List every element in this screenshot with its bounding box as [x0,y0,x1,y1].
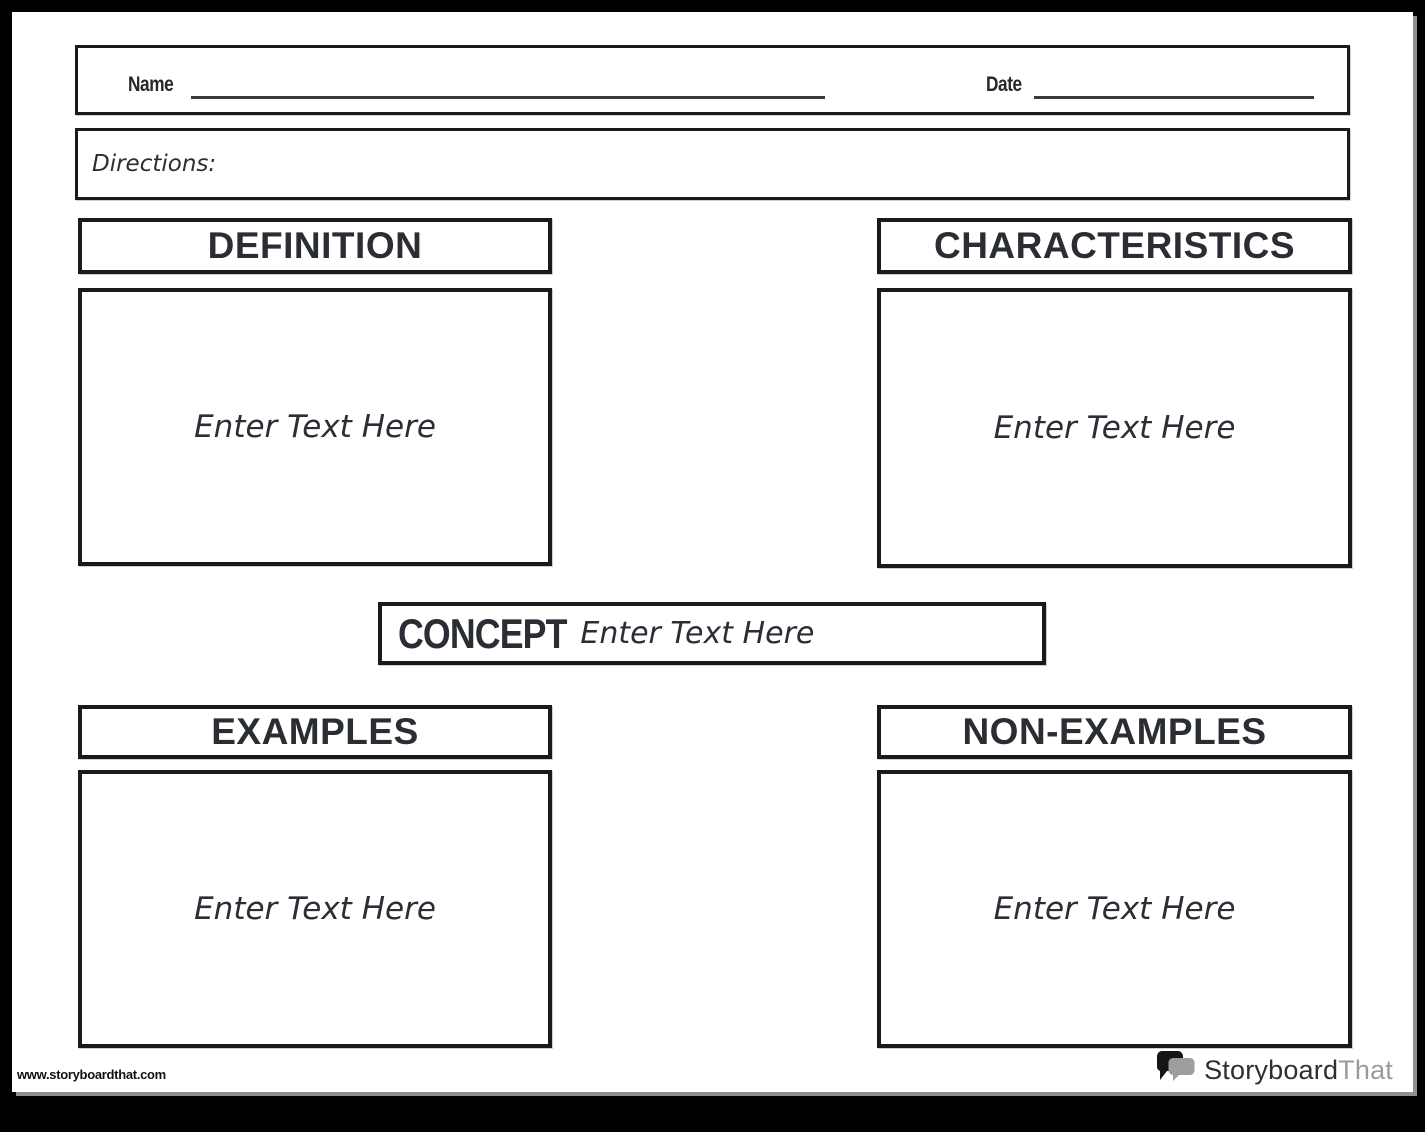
name-field-group: Name [128,73,826,99]
characteristics-placeholder[interactable]: Enter Text Here [993,410,1236,446]
concept-placeholder[interactable]: Enter Text Here [580,616,815,651]
examples-header: EXAMPLES [78,705,552,759]
directions-label: Directions: [92,151,217,177]
concept-title: CONCEPT [398,609,567,657]
definition-title: DEFINITION [207,225,423,266]
examples-content-box[interactable]: Enter Text Here [78,770,552,1048]
speech-bubbles-icon [1156,1049,1198,1092]
examples-title: EXAMPLES [211,711,419,752]
logo-text-storyboard: Storyboard [1204,1055,1339,1085]
characteristics-content-box[interactable]: Enter Text Here [877,288,1352,568]
non-examples-content-box[interactable]: Enter Text Here [877,770,1352,1048]
examples-placeholder[interactable]: Enter Text Here [194,891,436,927]
definition-content-box[interactable]: Enter Text Here [78,288,552,566]
definition-placeholder[interactable]: Enter Text Here [194,409,436,445]
name-input-line[interactable] [191,89,826,99]
date-input-line[interactable] [1033,89,1314,99]
logo-wordmark: StoryboardThat [1204,1055,1393,1086]
characteristics-title: CHARACTERISTICS [933,225,1296,266]
characteristics-header: CHARACTERISTICS [877,218,1352,274]
concept-box[interactable]: CONCEPT Enter Text Here [378,602,1046,665]
non-examples-title: NON-EXAMPLES [962,711,1267,752]
website-url: www.storyboardthat.com [17,1067,166,1082]
directions-box[interactable]: Directions: [75,128,1350,200]
name-date-box: Name Date [75,45,1350,115]
non-examples-placeholder[interactable]: Enter Text Here [993,891,1236,927]
definition-header: DEFINITION [78,218,552,274]
date-label: Date [986,73,1022,96]
storyboardthat-logo: StoryboardThat [1156,1049,1393,1092]
non-examples-header: NON-EXAMPLES [877,705,1352,759]
name-label: Name [128,73,174,96]
worksheet-page: Name Date Directions: DEFINITION Enter T… [12,12,1413,1092]
logo-text-that: That [1338,1055,1393,1085]
date-field-group: Date [986,73,1314,99]
